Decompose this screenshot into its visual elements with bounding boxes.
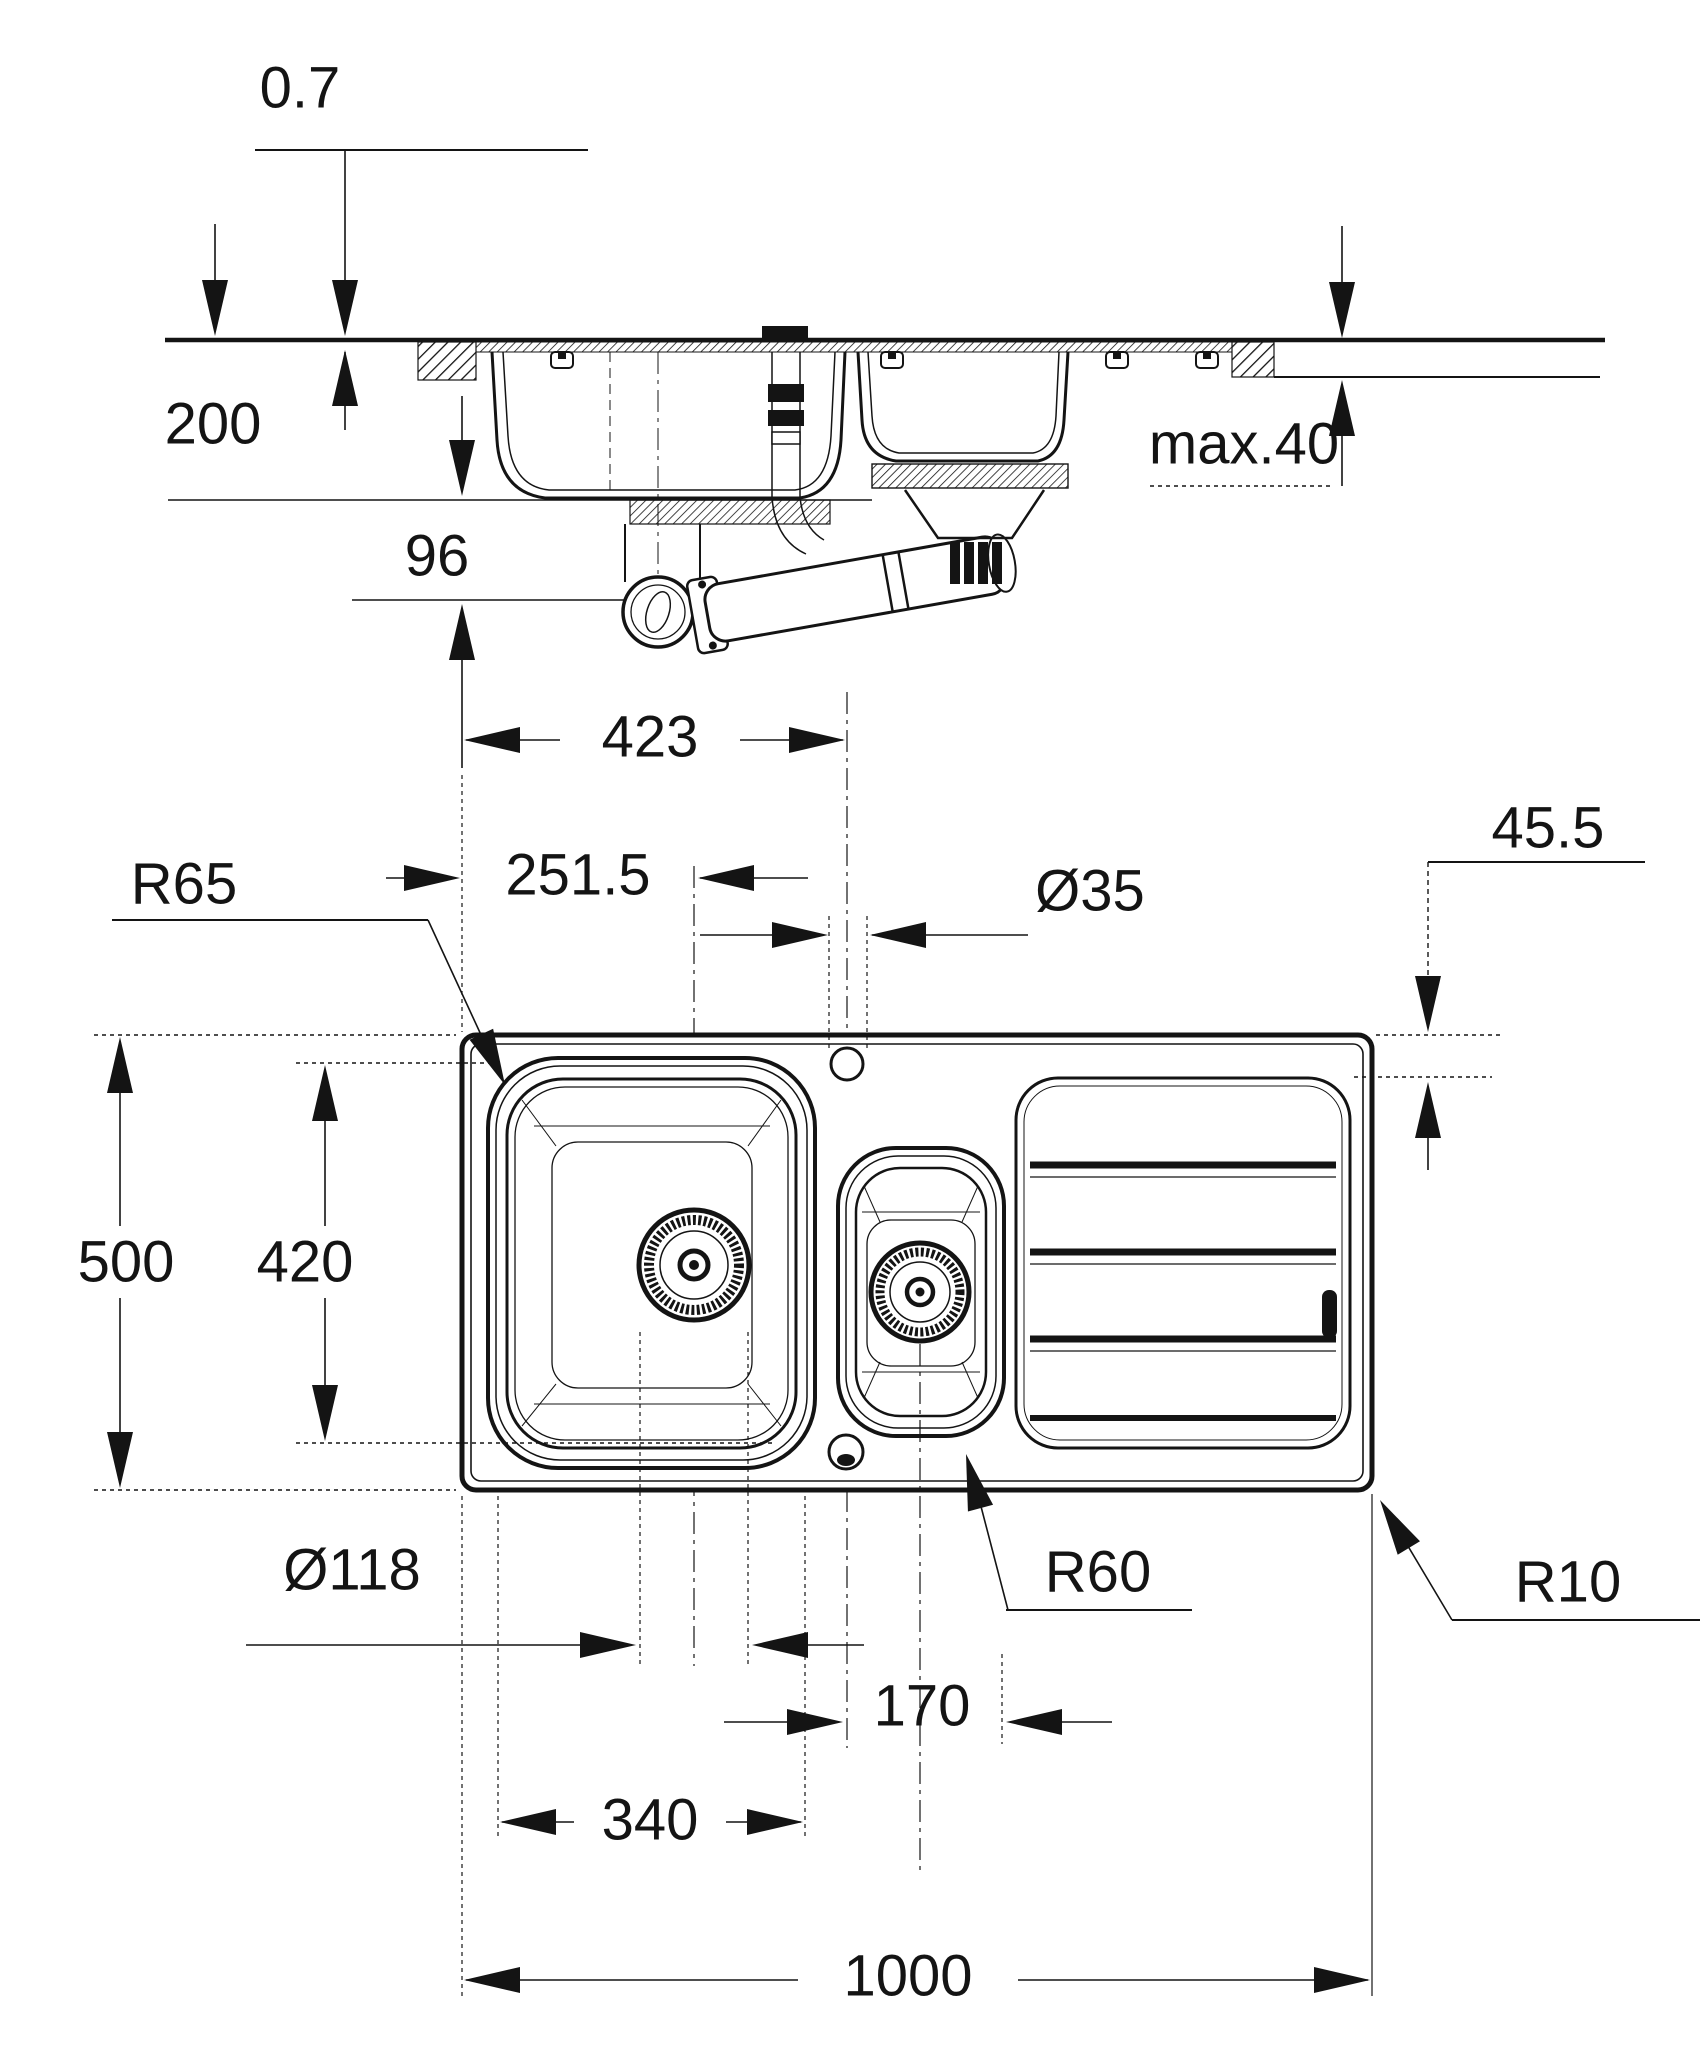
dim-outer-corner-radius: R10: [1368, 1493, 1700, 1621]
small-bowl-plan: [836, 1146, 1006, 1438]
dim-label-drain-center: 251.5: [505, 843, 650, 908]
dim-faucet-hole-diameter: Ø35: [700, 859, 1145, 1048]
counter-block-right: [1231, 341, 1275, 378]
ribbed-coupler: [950, 542, 1002, 584]
dim-overall-width: 1000: [461, 1494, 1373, 2009]
drainboard: [1014, 1076, 1352, 1450]
main-bowl-section: [490, 351, 847, 578]
overflow-hole: [827, 1433, 865, 1471]
dim-label-drain-outlet-drop: 96: [405, 524, 470, 589]
dim-label-sheet-thickness: 0.7: [260, 56, 341, 121]
dim-label-main-bowl-length: 420: [257, 1230, 354, 1295]
main-drain-trap: [621, 499, 1017, 655]
main-bowl-plan: [486, 1056, 817, 1470]
small-bowl-facets: [862, 1185, 980, 1399]
dim-label-bowl-depth: 200: [165, 392, 262, 457]
dim-max-counter-thickness: max.40: [1149, 226, 1355, 487]
dim-label-outer-radius: R10: [1515, 1550, 1621, 1615]
dim-sheet-thickness: 0.7: [255, 56, 588, 430]
dim-label-main-bowl-width: 340: [602, 1788, 699, 1853]
overflow-assembly: [762, 326, 825, 555]
small-bowl-section: [856, 351, 1070, 584]
dim-bowl-depth: 200: [165, 224, 475, 496]
sink-flange-strip: [475, 341, 1233, 353]
dim-small-bowl-width: 170: [724, 1654, 1112, 1744]
dim-label-faucet-hole-diameter: Ø35: [1035, 859, 1145, 924]
dim-label-overall-width: 1000: [843, 1944, 972, 2009]
sink-inner-rim: [470, 1043, 1364, 1482]
dim-main-bowl-corner-radius: R65: [112, 852, 517, 1091]
dim-label-small-bowl-width: 170: [874, 1674, 971, 1739]
dim-main-bowl-length: 420: [257, 1062, 772, 1444]
dim-label-faucet-center: 423: [602, 705, 699, 770]
main-bowl-facets: [521, 1099, 782, 1427]
drainboard-grooves: [1030, 1161, 1336, 1421]
dim-drain-outlet-drop: 96: [352, 524, 626, 768]
dim-label-drainboard-inset: 45.5: [1492, 796, 1605, 861]
dim-drain-hole-diameter: Ø118: [246, 1332, 864, 1668]
dim-label-overall-depth: 500: [78, 1230, 175, 1295]
dim-overall-depth: 500: [78, 1034, 456, 1491]
dim-label-drain-hole-diameter: Ø118: [283, 1538, 421, 1603]
small-drain: [868, 1240, 972, 1344]
dim-faucet-center-from-left: 423: [464, 705, 845, 770]
section-view: 0.7 200 96 max.40: [165, 56, 1605, 768]
plan-view: 423 251.5 Ø35 45.5: [78, 692, 1700, 2009]
counter-block-left: [417, 341, 477, 381]
dim-label-small-bowl-radius: R60: [1045, 1540, 1151, 1605]
fixing-clips: [550, 351, 1219, 369]
dim-main-bowl-width: 340: [497, 1496, 806, 1853]
dim-label-main-bowl-radius: R65: [131, 852, 237, 917]
faucet-hole: [829, 1046, 865, 1082]
dim-drainboard-edge-inset: 45.5: [1354, 796, 1645, 1170]
drainboard-slot: [1322, 1290, 1337, 1338]
main-drain: [636, 1207, 752, 1323]
dim-drain-center-from-left: 251.5: [386, 843, 808, 908]
dim-small-bowl-corner-radius: R60: [953, 1450, 1192, 1611]
dim-label-max-counter-thickness: max.40: [1149, 412, 1339, 477]
